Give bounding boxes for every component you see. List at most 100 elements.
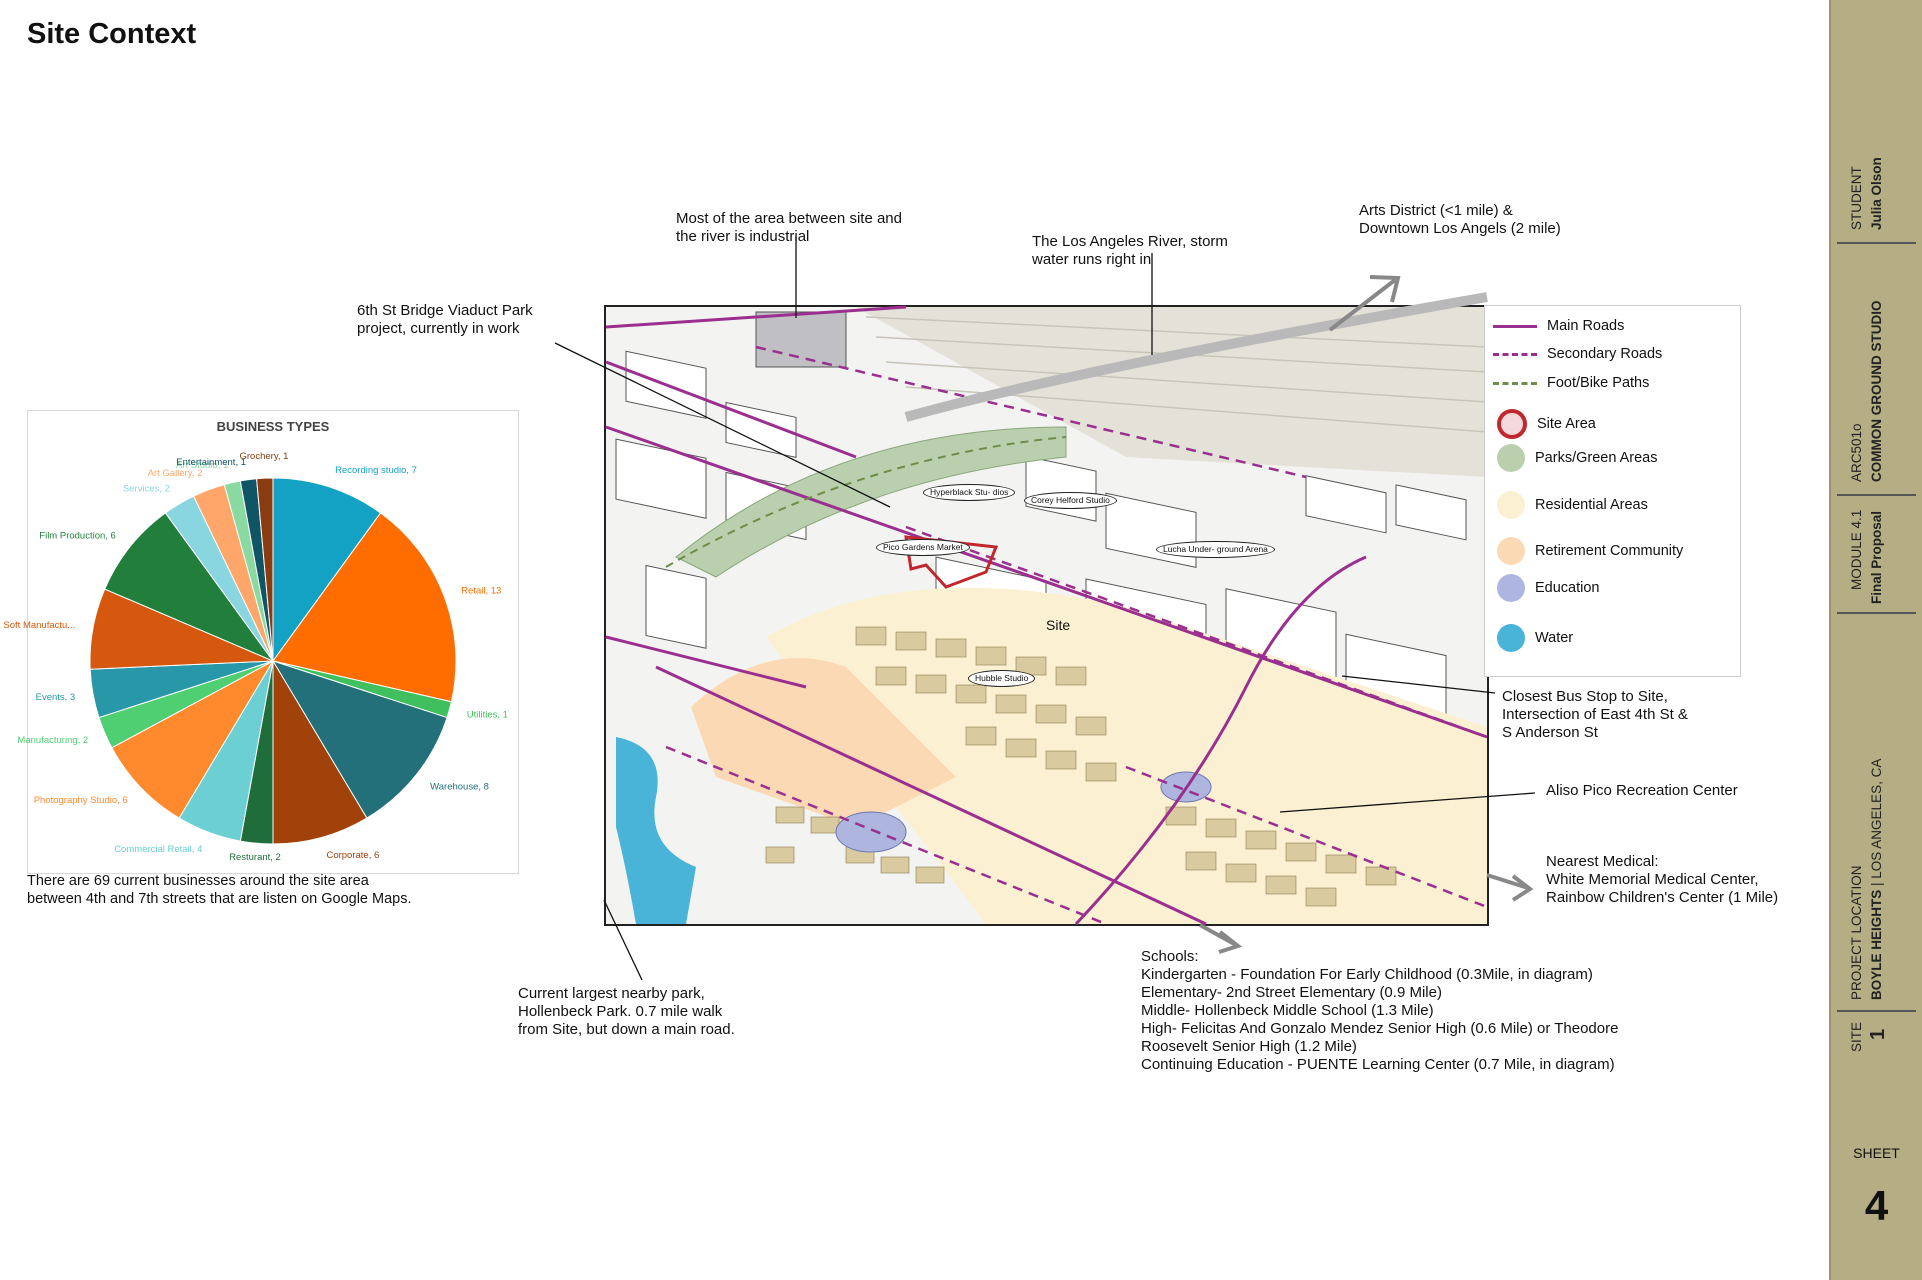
tag-lucha-arena: Lucha Under- ground Arena xyxy=(1156,541,1275,558)
pie-slice xyxy=(272,477,382,663)
note-arts-district: Arts District (<1 mile) & Downtown Los A… xyxy=(1359,202,1561,237)
tag-hubble-studio: Hubble Studio xyxy=(968,670,1036,687)
pie-label: Soft Manufactu... xyxy=(3,620,75,631)
direction-arrows xyxy=(1199,275,1534,954)
legend-label: Site Area xyxy=(1537,416,1596,432)
note-schools: Schools: Kindergarten - Foundation For E… xyxy=(1141,948,1619,1073)
site-context-map: Hyperblack Stu- dios Corey Helford Studi… xyxy=(604,292,1489,926)
legend-item: Secondary Roads xyxy=(1493,346,1662,362)
site-outline xyxy=(904,535,999,589)
legend-item: Foot/Bike Paths xyxy=(1493,375,1649,391)
legend-label: Parks/Green Areas xyxy=(1535,450,1658,466)
school-building xyxy=(835,811,907,853)
legend-label: Water xyxy=(1535,630,1574,646)
legend-item: Parks/Green Areas xyxy=(1493,444,1658,472)
sixth-street-bridge xyxy=(904,292,1488,422)
course-code: ARC501o xyxy=(1849,423,1864,482)
student-label: STUDENT xyxy=(1849,166,1864,230)
pie-label: Art Studio, 1 xyxy=(176,460,228,471)
pie-label: Recording studio, 7 xyxy=(335,465,417,476)
rail-corridor xyxy=(856,307,1487,477)
note-recreation-center: Aliso Pico Recreation Center xyxy=(1546,782,1738,799)
location-value: BOYLE HEIGHTS | LOS ANGELES, CA xyxy=(1869,759,1884,1000)
page-title: Site Context xyxy=(27,18,197,50)
site-label: Site xyxy=(1046,617,1071,633)
pie-slice xyxy=(104,512,275,663)
note-medical: Nearest Medical: White Memorial Medical … xyxy=(1546,853,1779,906)
pie-label: Commercial Retail, 4 xyxy=(114,844,202,855)
divider xyxy=(1837,1010,1916,1012)
legend-swatch xyxy=(1497,574,1525,602)
pie-label: Retail, 13 xyxy=(461,585,501,596)
pie-label: Services, 2 xyxy=(123,483,170,494)
module-name: Final Proposal xyxy=(1869,510,1884,604)
divider xyxy=(1837,612,1916,614)
leader-lines xyxy=(554,237,1536,981)
pie-label: Corporate, 6 xyxy=(326,850,379,861)
legend-item: Residential Areas xyxy=(1493,491,1648,519)
retirement-community xyxy=(691,658,956,827)
module-label: MODULE 4.1 xyxy=(1849,509,1864,590)
legend-label: Main Roads xyxy=(1547,318,1625,334)
map-drawing xyxy=(605,292,1488,926)
legend-label: Secondary Roads xyxy=(1547,346,1663,362)
pie-label: Photography Studio, 6 xyxy=(34,795,128,806)
legend-swatch xyxy=(1497,409,1527,439)
pie-label: Grochery, 1 xyxy=(240,451,289,462)
note-park: Current largest nearby park, Hollenbeck … xyxy=(518,985,735,1038)
pie-caption: There are 69 current businesses around t… xyxy=(27,873,412,907)
legend-label: Foot/Bike Paths xyxy=(1547,375,1650,391)
legend-swatch xyxy=(1493,352,1537,356)
pie-label: Entertainment, 1 xyxy=(176,457,246,468)
legend-swatch xyxy=(1497,491,1525,519)
location-bold: BOYLE HEIGHTS xyxy=(1869,889,1884,1000)
legend-swatch xyxy=(1497,444,1525,472)
pie-slice xyxy=(271,660,448,819)
note-river: The Los Angeles River, storm water runs … xyxy=(1032,233,1228,268)
legend-swatch xyxy=(1497,624,1525,652)
studio-name: COMMON GROUND STUDIO xyxy=(1869,300,1884,483)
legend-label: Residential Areas xyxy=(1535,497,1648,513)
pie-chart-svg: Recording studio, 7 Retail, 13 Utilities, … xyxy=(3,451,508,863)
pie-label: Resturant, 2 xyxy=(229,852,281,863)
legend-label: Retirement Community xyxy=(1535,543,1684,559)
site-number: 1 xyxy=(1867,1028,1889,1040)
viaduct-park xyxy=(675,426,1067,578)
note-industrial: Most of the area between site and the ri… xyxy=(676,210,902,245)
pie-label: Warehouse, 8 xyxy=(430,781,489,792)
legend-label: Education xyxy=(1535,580,1600,596)
legend-item: Water xyxy=(1493,624,1573,652)
legend-swatch xyxy=(1493,381,1537,385)
hollenbeck-lake xyxy=(616,737,696,924)
pie-slice xyxy=(256,477,274,662)
tag-pico-gardens: Pico Gardens Market xyxy=(876,539,970,556)
note-bridge: 6th St Bridge Viaduct Park project, curr… xyxy=(357,302,533,337)
site-label-tb: SITE xyxy=(1849,1021,1864,1052)
sheet-number: 4 xyxy=(1864,1182,1889,1229)
parking-structure xyxy=(755,311,847,368)
pie-slice xyxy=(272,512,457,703)
pie-label: Film Production, 6 xyxy=(39,531,116,542)
pie-label: Manufacturing, 2 xyxy=(17,735,88,746)
business-types-chart: Recording studio, 7 Retail, 13 Utilities, … xyxy=(3,410,519,874)
title-block: STUDENT Julia Olson COMMON GROUND STUDIO… xyxy=(1829,0,1922,1280)
tag-hyperblack: Hyperblack Stu- dios xyxy=(923,484,1016,501)
divider xyxy=(1837,242,1916,244)
pie-label: Events, 3 xyxy=(36,692,76,703)
pie-slice xyxy=(272,659,368,845)
legend-item: Main Roads xyxy=(1493,318,1624,334)
legend-swatch xyxy=(1497,537,1525,565)
legend-item: Site Area xyxy=(1493,409,1596,439)
pie-label: Art Gallery, 2 xyxy=(148,468,203,479)
location-label: PROJECT LOCATION xyxy=(1849,865,1864,1000)
divider xyxy=(1837,494,1916,496)
legend-item: Education xyxy=(1493,574,1600,602)
pie-slice xyxy=(111,659,275,819)
location-rest: | LOS ANGELES, CA xyxy=(1869,758,1884,890)
tag-corey-helford: Corey Helford Studio xyxy=(1024,492,1117,509)
sheet-label: SHEET xyxy=(1853,1145,1900,1161)
legend-item: Retirement Community xyxy=(1493,537,1683,565)
pie-label: Utilities, 1 xyxy=(467,709,508,720)
note-bus-stop: Closest Bus Stop to Site, Intersection o… xyxy=(1502,688,1688,741)
